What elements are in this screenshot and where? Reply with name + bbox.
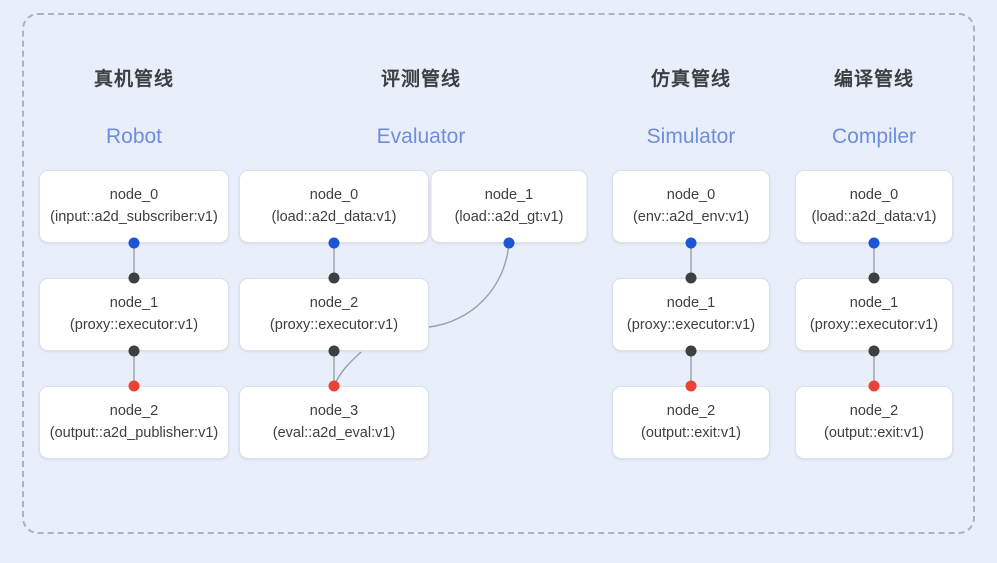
- column-title-robot: 真机管线: [93, 69, 175, 90]
- node-type: (load::a2d_gt:v1): [454, 208, 564, 225]
- column-subtitle-robot: Robot: [105, 125, 163, 148]
- node-name: node_0: [666, 186, 716, 203]
- node-name: node_2: [849, 402, 899, 419]
- node-name: node_1: [666, 294, 716, 311]
- node-name: node_2: [309, 294, 359, 311]
- port-input-evaluator-node-3[interactable]: [328, 380, 340, 392]
- node-type: (proxy::executor:v1): [626, 316, 756, 333]
- port-output-evaluator-node-1-gt[interactable]: [503, 237, 515, 249]
- node-name: node_2: [666, 402, 716, 419]
- port-input-simulator-node-2[interactable]: [685, 380, 697, 392]
- node-evaluator-node-2[interactable]: node_2 (proxy::executor:v1): [239, 278, 429, 351]
- node-name: node_1: [484, 186, 534, 203]
- node-robot-node-1[interactable]: node_1 (proxy::executor:v1): [39, 278, 229, 351]
- node-type: (load::a2d_data:v1): [811, 208, 937, 225]
- port-input-robot-node-2[interactable]: [128, 380, 140, 392]
- port-output-compiler-node-0[interactable]: [868, 237, 880, 249]
- node-type: (output::a2d_publisher:v1): [49, 424, 219, 441]
- node-name: node_0: [309, 186, 359, 203]
- node-evaluator-node-1-gt[interactable]: node_1 (load::a2d_gt:v1): [430, 170, 588, 243]
- column-title-simulator: 仿真管线: [650, 69, 732, 90]
- port-input-compiler-node-2[interactable]: [868, 380, 880, 392]
- node-type: (load::a2d_data:v1): [271, 208, 397, 225]
- port-input-evaluator-node-2[interactable]: [328, 272, 340, 284]
- node-name: node_1: [849, 294, 899, 311]
- node-compiler-node-1[interactable]: node_1 (proxy::executor:v1): [795, 278, 953, 351]
- port-output-compiler-node-1[interactable]: [868, 345, 880, 357]
- node-name: node_3: [309, 402, 359, 419]
- node-type: (output::exit:v1): [641, 424, 741, 441]
- column-title-compiler: 编译管线: [833, 69, 915, 90]
- node-type: (proxy::executor:v1): [269, 316, 399, 333]
- node-robot-node-0[interactable]: node_0 (input::a2d_subscriber:v1): [39, 170, 229, 243]
- node-name: node_0: [849, 186, 899, 203]
- column-title-evaluator: 评测管线: [380, 69, 462, 90]
- port-input-simulator-node-1[interactable]: [685, 272, 697, 284]
- node-simulator-node-1[interactable]: node_1 (proxy::executor:v1): [612, 278, 770, 351]
- node-evaluator-node-3[interactable]: node_3 (eval::a2d_eval:v1): [239, 386, 429, 459]
- node-name: node_1: [109, 294, 159, 311]
- port-input-robot-node-1[interactable]: [128, 272, 140, 284]
- node-name: node_0: [109, 186, 159, 203]
- node-name: node_2: [109, 402, 159, 419]
- node-type: (env::a2d_env:v1): [632, 208, 750, 225]
- node-compiler-node-0[interactable]: node_0 (load::a2d_data:v1): [795, 170, 953, 243]
- column-subtitle-simulator: Simulator: [646, 125, 736, 148]
- port-output-evaluator-node-0[interactable]: [328, 237, 340, 249]
- node-robot-node-2[interactable]: node_2 (output::a2d_publisher:v1): [39, 386, 229, 459]
- port-output-evaluator-node-2[interactable]: [328, 345, 340, 357]
- port-output-robot-node-0[interactable]: [128, 237, 140, 249]
- port-output-simulator-node-0[interactable]: [685, 237, 697, 249]
- port-input-compiler-node-1[interactable]: [868, 272, 880, 284]
- column-subtitle-compiler: Compiler: [831, 125, 917, 148]
- node-type: (proxy::executor:v1): [69, 316, 199, 333]
- node-compiler-node-2[interactable]: node_2 (output::exit:v1): [795, 386, 953, 459]
- node-simulator-node-0[interactable]: node_0 (env::a2d_env:v1): [612, 170, 770, 243]
- node-evaluator-node-0[interactable]: node_0 (load::a2d_data:v1): [239, 170, 429, 243]
- port-output-robot-node-1[interactable]: [128, 345, 140, 357]
- node-simulator-node-2[interactable]: node_2 (output::exit:v1): [612, 386, 770, 459]
- column-subtitle-evaluator: Evaluator: [376, 125, 466, 148]
- node-type: (proxy::executor:v1): [809, 316, 939, 333]
- node-type: (output::exit:v1): [824, 424, 924, 441]
- port-output-simulator-node-1[interactable]: [685, 345, 697, 357]
- node-type: (input::a2d_subscriber:v1): [50, 208, 218, 225]
- node-type: (eval::a2d_eval:v1): [272, 424, 396, 441]
